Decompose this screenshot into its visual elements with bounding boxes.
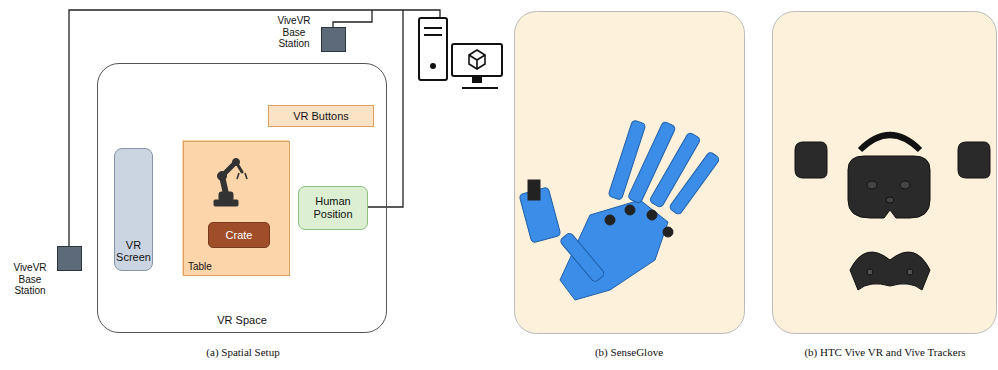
base-station: ViveVR Base Station [57,246,82,271]
node-text: Crate [226,229,253,242]
table-box: Table Crate [183,141,290,276]
table-fill [182,140,289,275]
wire [333,10,372,27]
panel-background [773,12,997,334]
robot-arm [214,159,247,207]
panel-caption: (b) HTC Vive VR and Vive Trackers [804,346,965,358]
node-text: VR Space [98,314,386,327]
crate-box: Crate [208,222,270,248]
senseglove-illustration [519,120,720,300]
region-box: VR Space VR Buttons VR ScreenTable Crate Hum… [97,63,387,333]
panel-background [515,12,745,334]
process-box: VR Buttons [268,105,374,127]
vive-illustration [795,135,990,290]
node-text: VR Buttons [293,110,349,123]
process-box: Human Position [298,186,368,230]
node-text: VR Screen [116,239,151,264]
node-text: ViveVR Base Station [8,262,52,297]
node-text: Human Position [303,195,363,220]
panel-caption: (b) SenseGlove [595,346,663,358]
node-text: Table [188,261,212,273]
node-text: ViveVR Base Station [272,15,316,50]
screen-box: VR Screen [114,148,153,271]
base-station: ViveVR Base Station [321,27,346,52]
computer-icon [419,18,502,88]
panel-caption: (a) Spatial Setup [206,346,279,358]
